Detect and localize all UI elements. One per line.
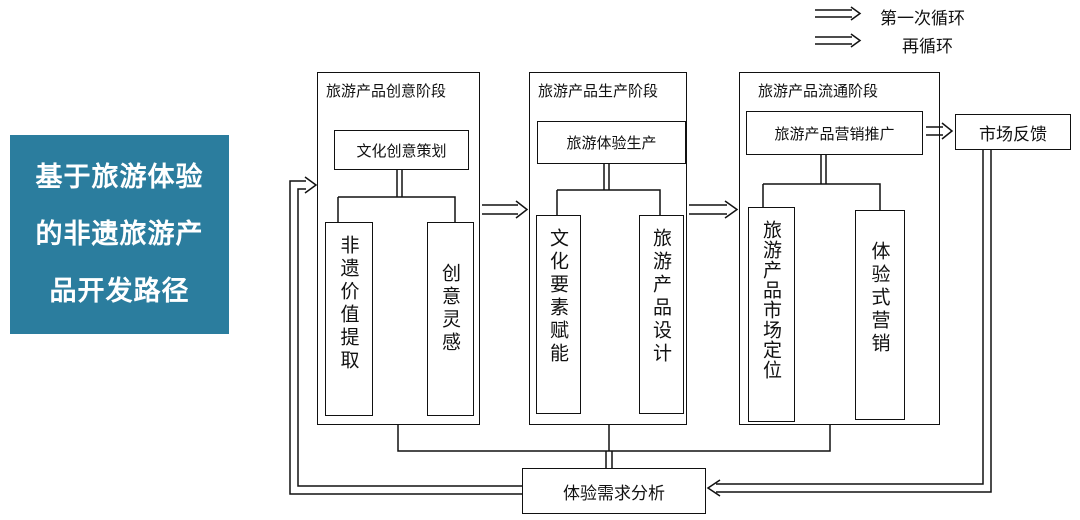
- legend-re-cycle: 再循环: [902, 37, 953, 57]
- stage-creative-label: 旅游产品创意阶段: [326, 82, 447, 100]
- title-line-2: 的非遗旅游产: [35, 219, 204, 250]
- stage-production-label: 旅游产品生产阶段: [538, 82, 659, 100]
- heritage-value-box: 非遗价值提取: [325, 222, 373, 416]
- diagram-title: 基于旅游体验 的非遗旅游产 品开发路径: [10, 135, 229, 334]
- cultural-empower-text: 文化要素赋能: [547, 228, 569, 366]
- demand-analysis-box: 体验需求分析: [522, 468, 706, 514]
- inspiration-box: 创意灵感: [427, 222, 474, 416]
- cultural-empower-box: 文化要素赋能: [536, 215, 581, 414]
- experiential-marketing-box: 体验式营销: [855, 210, 905, 420]
- creative-planning-box: 文化创意策划: [334, 130, 469, 170]
- product-design-text: 旅游产品设计: [650, 228, 672, 366]
- inspiration-text: 创意灵感: [439, 263, 461, 355]
- market-positioning-text: 旅游产品市场定位: [760, 220, 782, 380]
- title-line-1: 基于旅游体验: [35, 162, 204, 193]
- experience-production-box: 旅游体验生产: [537, 121, 686, 164]
- experiential-marketing-text: 体验式营销: [868, 241, 891, 356]
- product-design-box: 旅游产品设计: [639, 215, 684, 414]
- marketing-promotion-box: 旅游产品营销推广: [746, 111, 923, 155]
- heritage-value-text: 非遗价值提取: [337, 235, 360, 373]
- legend-first-cycle: 第一次循环: [880, 9, 965, 29]
- market-feedback-box: 市场反馈: [955, 114, 1071, 150]
- market-positioning-box: 旅游产品市场定位: [748, 207, 795, 422]
- title-line-3: 品开发路径: [49, 276, 190, 307]
- stage-circulation-label: 旅游产品流通阶段: [758, 82, 879, 100]
